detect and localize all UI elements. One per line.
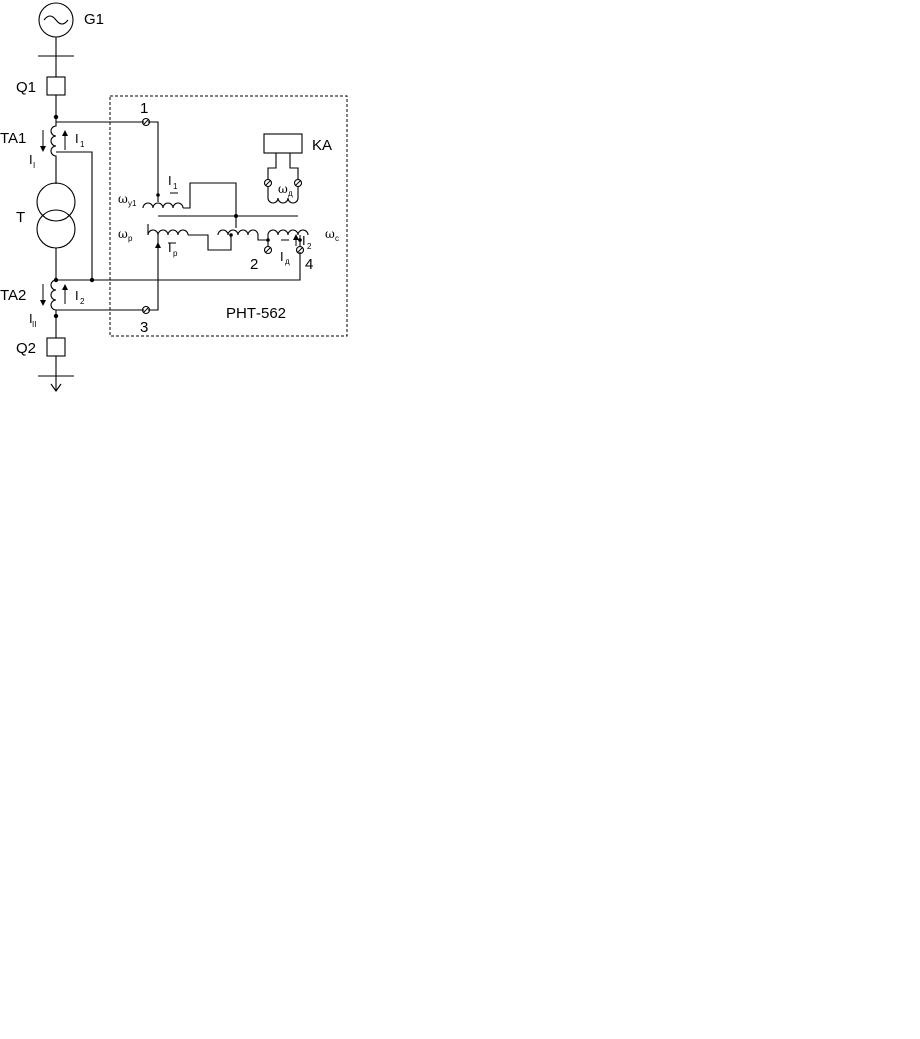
winding-wc xyxy=(257,229,309,246)
label-i2-secondary-sub: 2 xyxy=(80,297,85,306)
label-i-primary-1-sub: I xyxy=(33,161,35,170)
winding-working xyxy=(217,216,259,237)
label-ka: KA xyxy=(312,137,332,154)
label-omega-y1: ω xyxy=(118,192,128,206)
label-omega-d: ω xyxy=(278,182,288,196)
relay-ka xyxy=(263,133,303,204)
label-terminal-3: 3 xyxy=(140,319,148,336)
label-winding-i2-sub: 2 xyxy=(307,242,312,251)
breaker-q1 xyxy=(46,76,66,96)
label-omega-p-sub: р xyxy=(128,234,133,243)
label-winding-i2: I xyxy=(302,233,306,248)
label-omega-c-sub: с xyxy=(335,234,339,243)
label-terminal-1: 1 xyxy=(140,100,148,117)
label-ta1: TA1 xyxy=(0,130,26,147)
label-winding-id: I xyxy=(280,249,284,264)
current-transformer-ta2 xyxy=(40,277,68,319)
generator-g1 xyxy=(38,2,74,38)
wire-ta1-return xyxy=(56,151,93,280)
label-winding-ip: I xyxy=(168,240,172,255)
label-relay-type: РНТ-562 xyxy=(226,305,286,322)
label-q2: Q2 xyxy=(16,340,36,357)
label-omega-d-sub: д xyxy=(288,189,293,198)
relay-enclosure xyxy=(109,95,348,337)
breaker-q2 xyxy=(46,337,66,357)
label-i-primary-1: I xyxy=(29,152,33,167)
label-omega-p: ω xyxy=(118,227,128,241)
label-winding-i1-sub: 1 xyxy=(173,182,178,191)
label-omega-y1-sub: у1 xyxy=(128,199,137,208)
terminal-4 xyxy=(295,245,305,255)
winding-wp xyxy=(147,224,232,311)
label-i2-secondary: I xyxy=(75,288,79,303)
label-i1-secondary-sub: 1 xyxy=(80,140,85,149)
label-i-primary-2-sub: II xyxy=(32,320,36,329)
label-winding-ip-sub: р xyxy=(173,249,178,258)
label-terminal-2: 2 xyxy=(250,256,258,273)
current-transformer-ta1 xyxy=(40,114,68,184)
label-g1: G1 xyxy=(84,11,104,28)
label-q1: Q1 xyxy=(16,79,36,96)
terminal-2 xyxy=(263,245,273,255)
label-terminal-4: 4 xyxy=(305,256,313,273)
winding-wy1 xyxy=(142,121,238,218)
label-winding-id-sub: д xyxy=(285,257,290,266)
label-omega-c: ω xyxy=(325,227,335,241)
power-transformer-t xyxy=(36,182,76,249)
label-i1-secondary: I xyxy=(75,131,79,146)
wire-ta2-to-terminal-4 xyxy=(56,252,301,281)
label-t: T xyxy=(16,209,25,226)
label-ta2: TA2 xyxy=(0,287,26,304)
label-i-primary-2: I xyxy=(29,311,33,326)
label-winding-i1: I xyxy=(168,173,172,188)
